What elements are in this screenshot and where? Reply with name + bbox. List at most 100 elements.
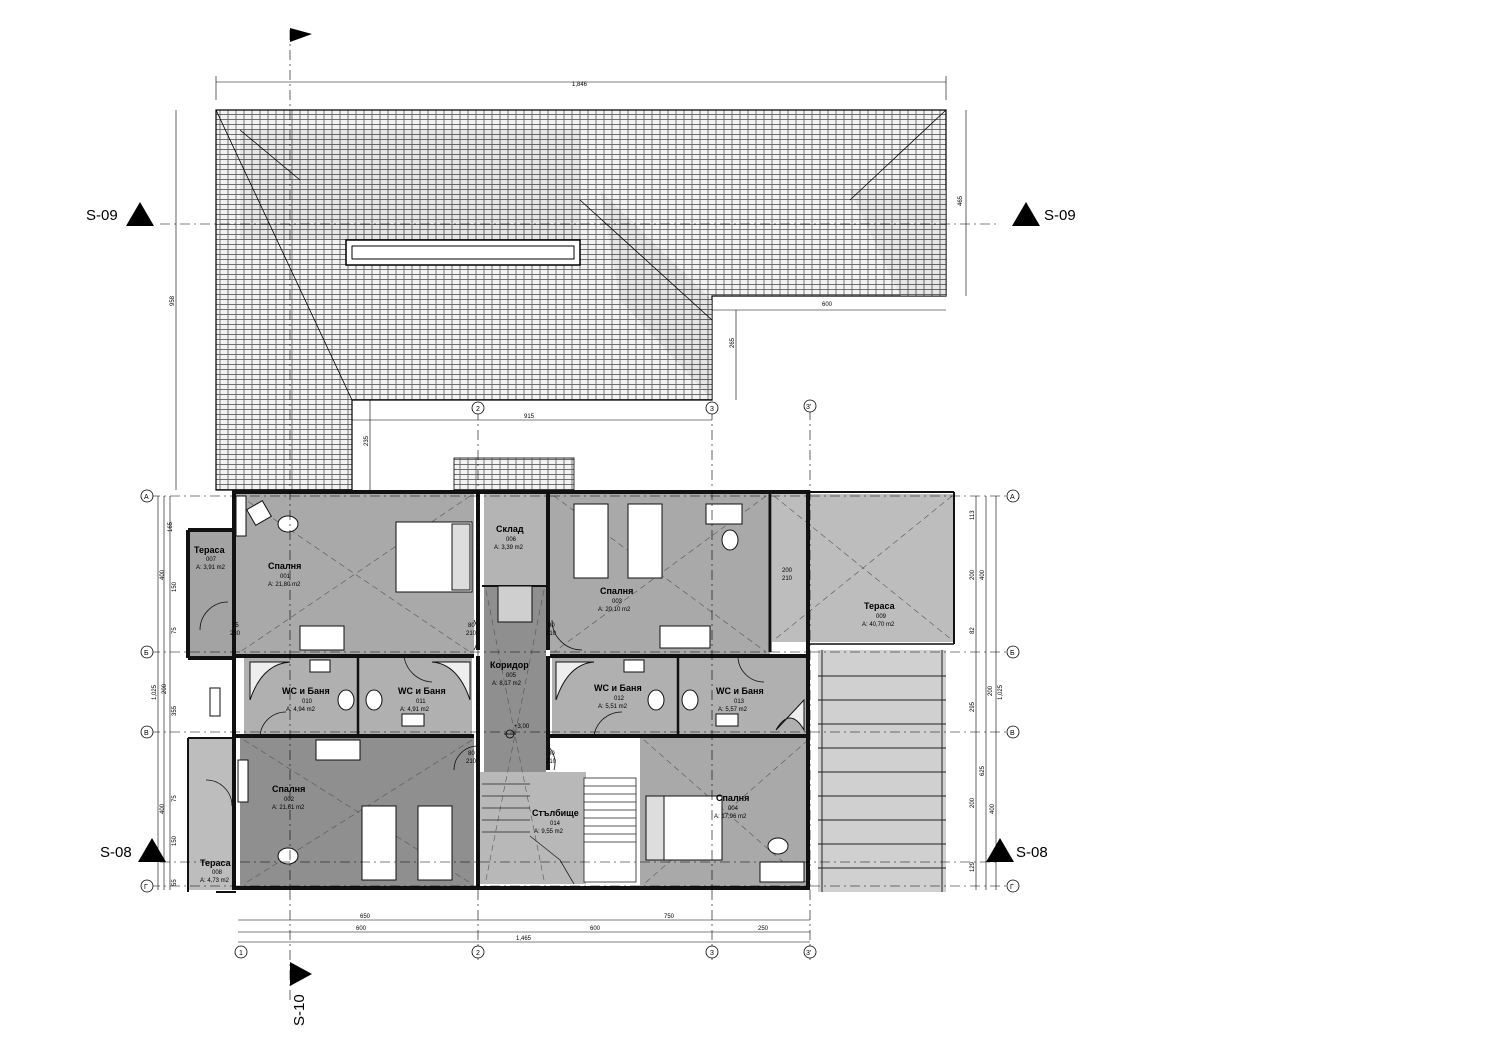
door-label-210d: 210 xyxy=(546,759,557,765)
room-wc-013 xyxy=(680,658,806,734)
dim-right-295: 295 xyxy=(970,701,976,712)
dim-right-200b: 200 xyxy=(988,685,994,696)
dim-right-113: 113 xyxy=(970,510,976,520)
door-label-230: 230 xyxy=(230,631,241,637)
door-label-80c: 80 xyxy=(468,751,475,757)
dim-bottom-600b: 600 xyxy=(590,926,601,932)
bed-002a xyxy=(361,805,397,881)
axis-label-3p-bottom: 3' xyxy=(806,950,811,957)
axis-label-3p-top: 3' xyxy=(806,404,811,411)
room-label-wc-010: WC и Баня 010 A: 4,94 m2 xyxy=(282,686,330,713)
axis-label-a-right: А xyxy=(1010,494,1015,501)
svg-text:Стълбище: Стълбище xyxy=(532,808,579,818)
dim-right-1025: 1,025 xyxy=(998,684,1004,700)
svg-text:Спалня: Спалня xyxy=(272,784,305,794)
dim-right-200c: 200 xyxy=(970,797,976,808)
furniture xyxy=(246,500,805,883)
svg-text:WC и Баня: WC и Баня xyxy=(398,686,446,696)
dim-left-75a: 75 xyxy=(172,627,178,634)
door-label-210e: 210 xyxy=(782,576,793,582)
dim-mid-235: 235 xyxy=(364,435,370,446)
svg-text:A: 17,96 m2: A: 17,96 m2 xyxy=(714,814,747,820)
room-label-wc-013: WC и Баня 013 A: 5,57 m2 xyxy=(716,686,764,713)
svg-text:A: 4,91 m2: A: 4,91 m2 xyxy=(400,707,430,713)
door-label-80d: 80 xyxy=(548,751,555,757)
section-label-s08-left: S-08 xyxy=(100,844,132,861)
dim-top-total: 1,846 xyxy=(572,82,588,88)
svg-text:Спалня: Спалня xyxy=(268,561,301,571)
door-label-200: 200 xyxy=(782,568,793,574)
dim-right-82: 82 xyxy=(970,627,976,634)
dim-roof-600: 600 xyxy=(822,302,833,308)
axis-markers xyxy=(140,399,1020,959)
room-label-storage-006: Склад 006 A: 3,39 m2 xyxy=(494,524,524,551)
section-arrow-s09-left xyxy=(126,202,154,226)
dim-right-400b: 400 xyxy=(990,803,996,814)
svg-text:002: 002 xyxy=(284,797,295,803)
svg-text:Спалня: Спалня xyxy=(600,586,633,596)
axis-label-g-right: Г xyxy=(1010,884,1014,891)
skylight xyxy=(345,239,581,266)
dim-left-150a: 150 xyxy=(172,581,178,592)
svg-text:Тераса: Тераса xyxy=(194,545,226,555)
room-terrace-008 xyxy=(188,738,236,890)
axis-label-b-right: Б xyxy=(1010,650,1015,657)
svg-text:A: 9,55 m2: A: 9,55 m2 xyxy=(534,829,564,835)
svg-text:A: 8,17 m2: A: 8,17 m2 xyxy=(492,681,522,687)
dim-left-55: 55 xyxy=(172,879,178,886)
dim-bottom-250: 250 xyxy=(758,926,769,932)
section-label-s09-right: S-09 xyxy=(1044,207,1076,224)
svg-text:A: 20,10 m2: A: 20,10 m2 xyxy=(598,607,631,613)
axis-label-2-bottom: 2 xyxy=(476,950,480,957)
svg-text:A: 40,70 m2: A: 40,70 m2 xyxy=(862,622,895,628)
dim-left-75b: 75 xyxy=(172,795,178,802)
svg-text:Спалня: Спалня xyxy=(716,793,749,803)
svg-text:A: 4,73 m2: A: 4,73 m2 xyxy=(200,878,230,884)
axis-label-1: 1 xyxy=(239,950,243,957)
svg-text:A: 21,80 m2: A: 21,80 m2 xyxy=(268,582,301,588)
svg-text:A: 4,94 m2: A: 4,94 m2 xyxy=(286,707,316,713)
svg-text:A: 3,91 m2: A: 3,91 m2 xyxy=(196,565,226,571)
dim-left-150b: 150 xyxy=(172,835,178,846)
svg-text:010: 010 xyxy=(302,699,313,705)
staircase xyxy=(482,777,637,885)
dim-roof-right: 465 xyxy=(958,195,964,206)
room-label-wc-012: WC и Баня 012 A: 5,51 m2 xyxy=(594,683,642,710)
svg-text:004: 004 xyxy=(728,806,739,812)
door-label-210b: 210 xyxy=(546,631,557,637)
room-label-bedroom-002: Спалня 002 A: 21,61 m2 xyxy=(272,784,305,811)
svg-text:Тераса: Тераса xyxy=(864,601,896,611)
room-label-corridor-005: Коридор 005 A: 8,17 m2 xyxy=(490,660,529,687)
dim-bottom-650: 650 xyxy=(360,914,371,920)
svg-text:A: 5,57 m2: A: 5,57 m2 xyxy=(718,707,748,713)
svg-text:009: 009 xyxy=(876,614,887,620)
svg-text:A: 3,39 m2: A: 3,39 m2 xyxy=(494,545,524,551)
pergola-slats xyxy=(818,650,946,892)
door-label-210c: 210 xyxy=(466,759,477,765)
svg-text:005: 005 xyxy=(506,673,517,679)
svg-text:A: 21,61 m2: A: 21,61 m2 xyxy=(272,805,305,811)
svg-text:012: 012 xyxy=(614,696,625,702)
dim-right-400: 400 xyxy=(980,569,986,580)
axis-label-2-top: 2 xyxy=(476,406,480,413)
door-label-80a: 80 xyxy=(468,623,475,629)
svg-text:001: 001 xyxy=(280,574,291,580)
room-label-terrace-008: Тераса 008 A: 4,73 m2 xyxy=(200,858,232,884)
axis-label-3-top: 3 xyxy=(710,406,714,413)
section-label-s09-left: S-09 xyxy=(86,207,118,224)
dim-left-165: 165 xyxy=(168,521,174,532)
level-marker xyxy=(504,729,516,739)
dim-mid-915: 915 xyxy=(524,414,535,420)
door-label-75: 75 xyxy=(232,623,239,629)
dim-left-400b: 400 xyxy=(160,803,166,814)
dim-left-400a: 400 xyxy=(160,569,166,580)
svg-text:013: 013 xyxy=(734,699,745,705)
axis-label-v-right: В xyxy=(1010,730,1015,737)
svg-text:011: 011 xyxy=(416,699,426,705)
dim-left-355: 355 xyxy=(172,705,178,716)
section-label-s08-right: S-08 xyxy=(1016,844,1048,861)
room-label-stairs-014: Стълбище 014 A: 9,55 m2 xyxy=(532,808,579,835)
bed-003b xyxy=(627,503,663,579)
axis-label-v-left: В xyxy=(144,730,149,737)
